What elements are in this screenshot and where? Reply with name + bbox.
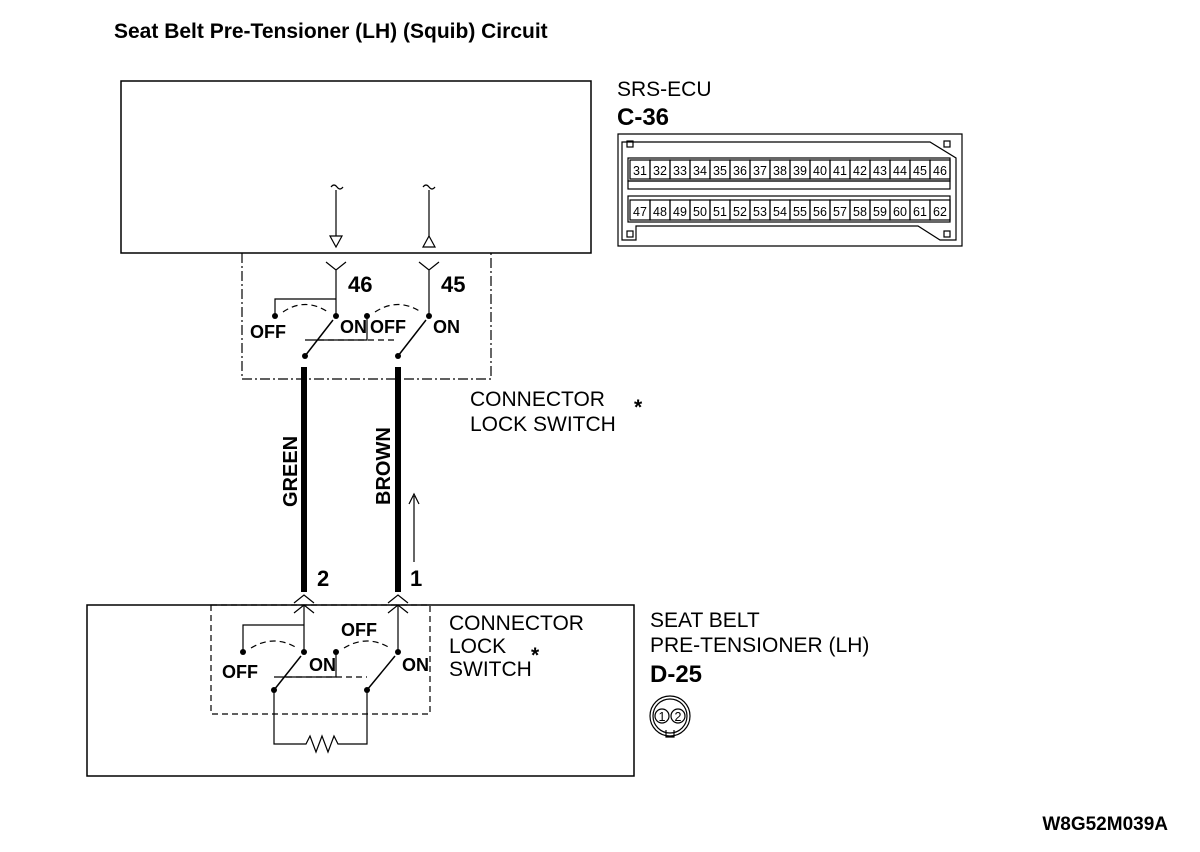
lower-switch-label-line2: LOCK <box>449 635 506 658</box>
pin-number: 35 <box>713 164 727 178</box>
lower-switch-off-left: OFF <box>222 662 258 682</box>
ecu-name: SRS-ECU <box>617 78 712 101</box>
pretensioner-connector-id: D-25 <box>650 661 702 688</box>
switch-blade-left <box>273 655 302 691</box>
pin-row-top: 31 32 33 34 35 36 37 38 39 40 41 42 43 44 45 46 <box>629 159 951 180</box>
pin-number: 49 <box>673 205 687 219</box>
pin-number: 61 <box>913 205 927 219</box>
wire-green-label: GREEN <box>280 436 302 507</box>
pretensioner-box <box>86 604 635 777</box>
switch-blade-right <box>397 319 427 357</box>
pretensioner-name-line1: SEAT BELT <box>650 609 760 632</box>
terminal-45-label: 45 <box>441 272 465 297</box>
lower-switch-on-left: ON <box>309 655 336 675</box>
pin-number: 50 <box>693 205 707 219</box>
terminal-2-label: 2 <box>317 566 329 591</box>
pin-number: 40 <box>813 164 827 178</box>
lower-switch-on-right: ON <box>402 655 429 675</box>
arrow-up-icon <box>421 234 437 248</box>
upper-switch-asterisk: * <box>634 396 643 419</box>
lower-switch-asterisk: * <box>531 644 540 667</box>
pin-number: 33 <box>673 164 687 178</box>
pin-number: 45 <box>913 164 927 178</box>
lower-switch-label-line1: CONNECTOR <box>449 612 584 635</box>
pin-number: 32 <box>653 164 667 178</box>
pin-cell <box>929 199 951 221</box>
pin-number: 58 <box>853 205 867 219</box>
pin-number: 38 <box>773 164 787 178</box>
pin-number: 39 <box>793 164 807 178</box>
pin-row-bottom: 47 48 49 50 51 52 53 54 55 56 57 58 59 60 61 62 <box>629 199 951 221</box>
squib-resistor-icon <box>273 690 368 754</box>
upper-switch-off-right: OFF <box>370 317 406 337</box>
pin-number: 46 <box>933 164 947 178</box>
arrow-down-icon <box>328 235 344 249</box>
pin-number: 48 <box>653 205 667 219</box>
terminal-46-symbol <box>325 261 347 316</box>
ecu-connector-face: 31 32 33 34 35 36 37 38 39 40 41 42 43 44 45 46 47 48 49 5… <box>617 133 963 247</box>
pin-number: 54 <box>773 205 787 219</box>
terminal-46-label: 46 <box>348 272 372 297</box>
pin-number: 57 <box>833 205 847 219</box>
pin-number: 44 <box>893 164 907 178</box>
connector-c36-outline <box>241 253 492 380</box>
pin-number: 60 <box>893 205 907 219</box>
terminal-45-symbol <box>418 261 440 316</box>
lead-break-icon <box>422 184 436 190</box>
switch-blade-right <box>366 655 396 691</box>
connector-d25-outline <box>210 604 431 715</box>
off-short-link <box>274 298 336 316</box>
pin-number: 55 <box>793 205 807 219</box>
pin-number: 56 <box>813 205 827 219</box>
srs-ecu-box <box>120 80 592 254</box>
diagram-title: Seat Belt Pre-Tensioner (LH) (Squib) Cir… <box>114 20 548 43</box>
pin-cell <box>929 159 951 180</box>
d25-pin-2: 2 <box>675 710 682 724</box>
lead-break-icon <box>330 184 344 190</box>
upper-switch-on-left: ON <box>340 317 367 337</box>
pin-number: 37 <box>753 164 767 178</box>
off-short-link <box>242 624 304 652</box>
upper-switch-label-line1: CONNECTOR <box>470 388 605 411</box>
pin-number: 36 <box>733 164 747 178</box>
upper-switch-label-line2: LOCK SWITCH <box>470 413 616 436</box>
off-short-link <box>305 316 368 341</box>
pin-number: 59 <box>873 205 887 219</box>
upper-switch-off-left: OFF <box>250 322 286 342</box>
pin-number: 42 <box>853 164 867 178</box>
pin-number: 53 <box>753 205 767 219</box>
switch-blade-left <box>304 319 334 357</box>
pretensioner-name-line2: PRE-TENSIONER (LH) <box>650 634 869 657</box>
d25-pin-1: 1 <box>659 710 666 724</box>
d25-connector-face: 1 2 <box>649 695 691 738</box>
terminal-1-label: 1 <box>410 566 422 591</box>
figure-code: W8G52M039A <box>1042 814 1168 835</box>
pin-number: 41 <box>833 164 847 178</box>
upper-switch-on-right: ON <box>433 317 460 337</box>
pin-number: 43 <box>873 164 887 178</box>
pin-number: 62 <box>933 205 947 219</box>
pin-number: 51 <box>713 205 727 219</box>
pin-number: 31 <box>633 164 647 178</box>
lower-switch-label-line3: SWITCH <box>449 658 532 681</box>
ecu-connector-id: C-36 <box>617 104 669 131</box>
pin-number: 47 <box>633 205 647 219</box>
lower-switch-off-top: OFF <box>341 620 377 640</box>
wire-brown-label: BROWN <box>373 427 395 505</box>
pin-number: 52 <box>733 205 747 219</box>
pin-number: 34 <box>693 164 707 178</box>
